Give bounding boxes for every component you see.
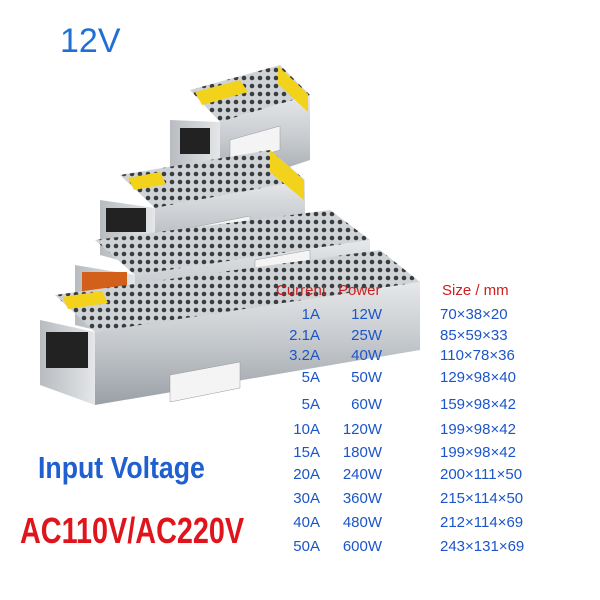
- current-value: 30A: [293, 490, 320, 507]
- size-value: 85×59×33: [440, 327, 508, 344]
- spec-row: 20A 240W 200×111×50: [0, 466, 600, 488]
- power-value: 240W: [342, 466, 382, 483]
- current-value: 2.1A: [289, 327, 320, 344]
- size-value: 199×98×42: [440, 421, 516, 438]
- size-value: 243×131×69: [440, 538, 525, 555]
- power-value: 180W: [342, 444, 382, 461]
- spec-row: 2.1A 25W 85×59×33: [0, 327, 600, 349]
- power-supply-unit-4: [40, 250, 420, 405]
- power-supplies-image: [40, 65, 420, 405]
- ac-voltage-label: AC110V/AC220V: [20, 510, 245, 551]
- size-value: 200×111×50: [440, 466, 523, 483]
- power-value: 40W: [351, 347, 382, 364]
- current-value: 40A: [293, 514, 320, 531]
- size-value: 70×38×20: [440, 306, 508, 323]
- size-value: 212×114×69: [440, 514, 524, 531]
- size-value: 129×98×40: [440, 369, 516, 386]
- page-title: 12V: [60, 22, 121, 60]
- current-value: 20A: [293, 466, 320, 483]
- power-value: 50W: [351, 369, 382, 386]
- spec-row: 40A 480W 212×114×69: [0, 514, 600, 536]
- spec-row: 10A 120W 199×98×42: [0, 421, 600, 443]
- spec-row: 1A 12W 70×38×20: [0, 306, 600, 328]
- current-value: 3.2A: [289, 347, 320, 364]
- power-value: 25W: [351, 327, 382, 344]
- current-header: Current: [276, 282, 327, 299]
- size-header: Size / mm: [442, 282, 509, 299]
- input-voltage-label: Input Voltage: [38, 450, 205, 485]
- size-value: 159×98×42: [440, 396, 516, 413]
- spec-row: 5A 50W 129×98×40: [0, 369, 600, 391]
- spec-row: 5A 60W 159×98×42: [0, 396, 600, 418]
- size-value: 110×78×36: [440, 347, 515, 364]
- spec-row: 30A 360W 215×114×50: [0, 490, 600, 512]
- power-value: 60W: [351, 396, 382, 413]
- current-value: 10A: [293, 421, 320, 438]
- size-value: 215×114×50: [440, 490, 524, 507]
- current-value: 50A: [293, 538, 320, 555]
- power-value: 600W: [342, 538, 382, 555]
- spec-row: 3.2A 40W 110×78×36: [0, 347, 600, 369]
- power-value: 360W: [342, 490, 382, 507]
- current-value: 5A: [301, 369, 320, 386]
- power-value: 12W: [351, 306, 382, 323]
- power-header: Power: [338, 282, 381, 299]
- current-value: 15A: [293, 444, 320, 461]
- size-value: 199×98×42: [440, 444, 516, 461]
- power-value: 480W: [342, 514, 382, 531]
- power-value: 120W: [342, 421, 382, 438]
- current-value: 1A: [301, 306, 320, 323]
- current-value: 5A: [301, 396, 320, 413]
- spec-row: 50A 600W 243×131×69: [0, 538, 600, 560]
- spec-row: 15A 180W 199×98×42: [0, 444, 600, 466]
